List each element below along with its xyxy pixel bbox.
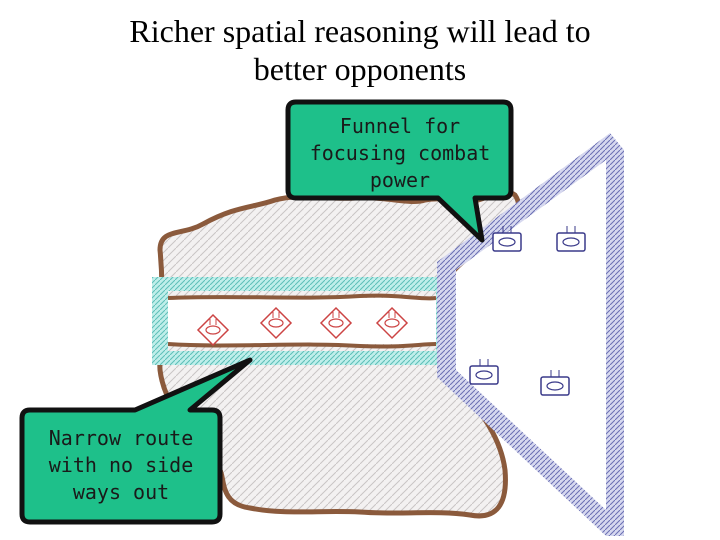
defender-unit-icon [492, 226, 522, 252]
attacker-units [196, 306, 409, 347]
defender-units [469, 226, 586, 396]
funnel-callout-text: Funnel for focusing combat power [290, 113, 510, 194]
route-callout-line-1: Narrow route [48, 426, 194, 450]
slide-title: Richer spatial reasoning will lead to be… [0, 12, 720, 88]
funnel-outline [437, 133, 624, 536]
defender-unit-icon [556, 226, 586, 252]
attacker-unit-icon [319, 306, 353, 340]
narrow-route-outline [152, 277, 452, 365]
title-line-2: better opponents [253, 51, 467, 87]
attacker-unit-icon [259, 306, 293, 340]
route-callout-line-2: with no side [48, 453, 194, 477]
route-callout-text: Narrow route with no side ways out [22, 425, 220, 506]
attacker-unit-icon [196, 313, 230, 347]
funnel-callout-bubble [285, 99, 514, 243]
funnel-callout-line-1: Funnel for [339, 114, 461, 138]
route-callout-line-3: ways out [72, 480, 170, 504]
route-callout-bubble [19, 357, 253, 525]
funnel-callout-line-3: power [369, 168, 431, 192]
funnel-callout-line-2: focusing combat [309, 141, 491, 165]
title-line-1: Richer spatial reasoning will lead to [129, 13, 591, 49]
attacker-unit-icon [375, 306, 409, 340]
defender-unit-icon [540, 370, 570, 396]
defender-unit-icon [469, 359, 499, 385]
